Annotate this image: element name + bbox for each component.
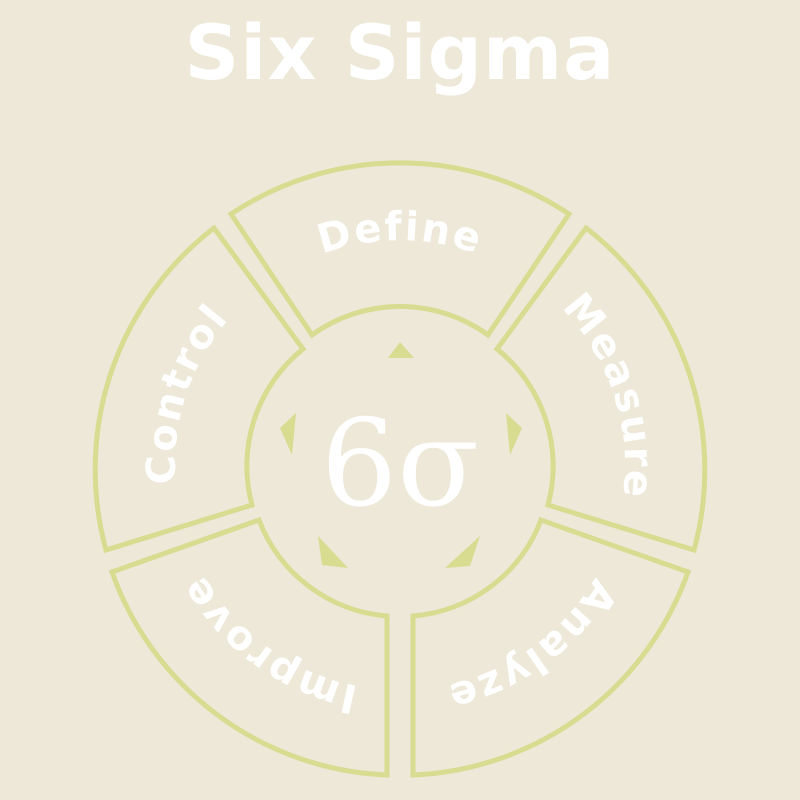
arrow-icon — [388, 342, 414, 358]
six-sigma-symbol: 6σ — [321, 395, 479, 534]
segment-analyze — [410, 516, 692, 778]
arrow-icon — [445, 536, 480, 568]
segment-label-measure: Measure — [554, 284, 662, 500]
cycle-arrows — [280, 342, 522, 568]
segment-measure — [493, 224, 708, 554]
segment-label-analyze: Analyze — [443, 572, 626, 721]
segment-define — [227, 160, 573, 339]
arrow-icon — [506, 413, 522, 455]
diagram-title: Six Sigma — [184, 8, 616, 97]
segment-improve — [108, 516, 390, 778]
segment-control — [92, 224, 307, 554]
arrow-icon — [280, 413, 296, 455]
arrow-icon — [318, 536, 348, 568]
segment-label-control: Control — [139, 295, 238, 484]
segment-label-define: Define — [312, 204, 488, 263]
